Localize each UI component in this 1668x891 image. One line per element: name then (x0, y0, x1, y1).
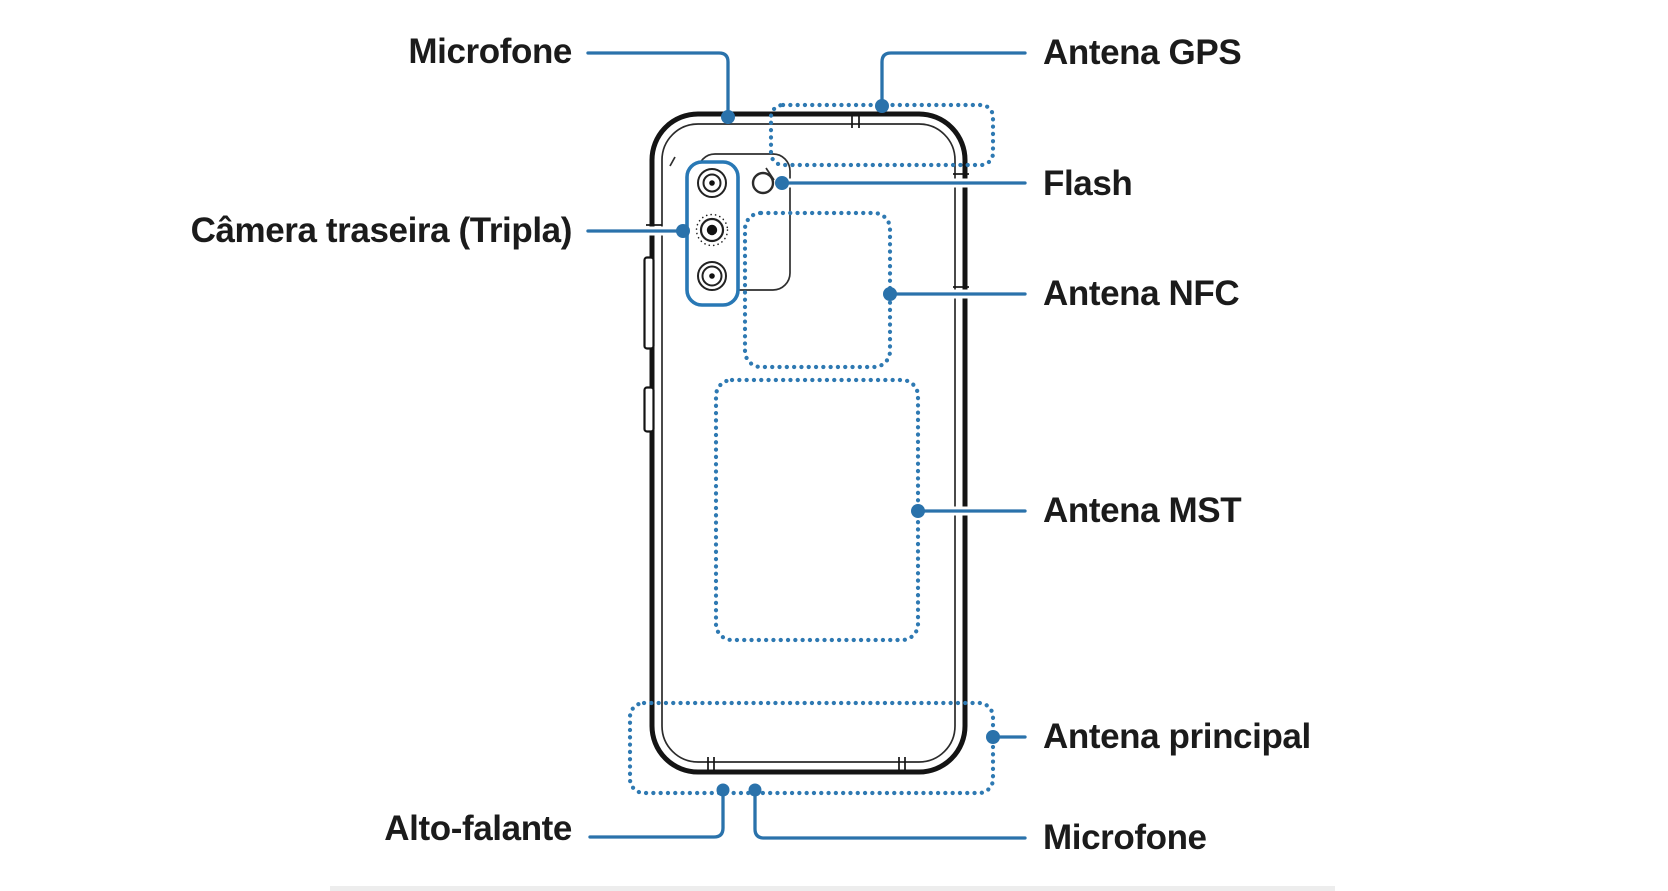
nfc-dot (883, 287, 897, 301)
callout-lines (586, 51, 1027, 840)
flash-led (751, 171, 775, 195)
camera-lens-top (697, 168, 727, 198)
label-flash: Flash (1043, 164, 1133, 203)
mic-bottom-dot (748, 783, 762, 797)
label-rear-camera: Câmera traseira (Tripla) (190, 211, 573, 250)
label-microphone-top: Microfone (408, 32, 572, 71)
camera-module (685, 160, 740, 307)
gps-dot (875, 99, 889, 113)
mst-antenna-region (713, 377, 921, 643)
speaker-dot (716, 783, 730, 797)
bottom-gray-strip (330, 886, 1335, 891)
mic-bottom-callout-line (753, 788, 1027, 840)
flash-dot (775, 176, 789, 190)
label-main-antenna: Antena principal (1043, 717, 1311, 756)
mst-dot (911, 504, 925, 518)
label-mst-antenna: Antena MST (1043, 491, 1242, 530)
frame-ticks (646, 115, 969, 771)
label-speaker: Alto-falante (384, 809, 572, 848)
power-button (643, 386, 655, 433)
mic-top-callout-line (586, 51, 730, 114)
speaker-callout-line (588, 788, 725, 839)
label-gps-antenna: Antena GPS (1043, 33, 1242, 72)
camera-lens-middle (695, 213, 729, 247)
label-nfc-antenna: Antena NFC (1043, 274, 1240, 313)
gps-antenna-region (768, 102, 996, 168)
gps-callout-line (880, 51, 1027, 102)
label-microphone-bottom: Microfone (1043, 818, 1207, 857)
bump-mark-left (669, 156, 676, 167)
callout-dots (676, 99, 1000, 797)
principal-dot (986, 730, 1000, 744)
camera-lens-bottom (697, 261, 727, 291)
main-antenna-region (627, 700, 996, 796)
camera-dot (676, 224, 690, 238)
mic-top-dot (721, 110, 735, 124)
volume-button (643, 256, 655, 350)
phone-inner-outline (661, 123, 956, 763)
